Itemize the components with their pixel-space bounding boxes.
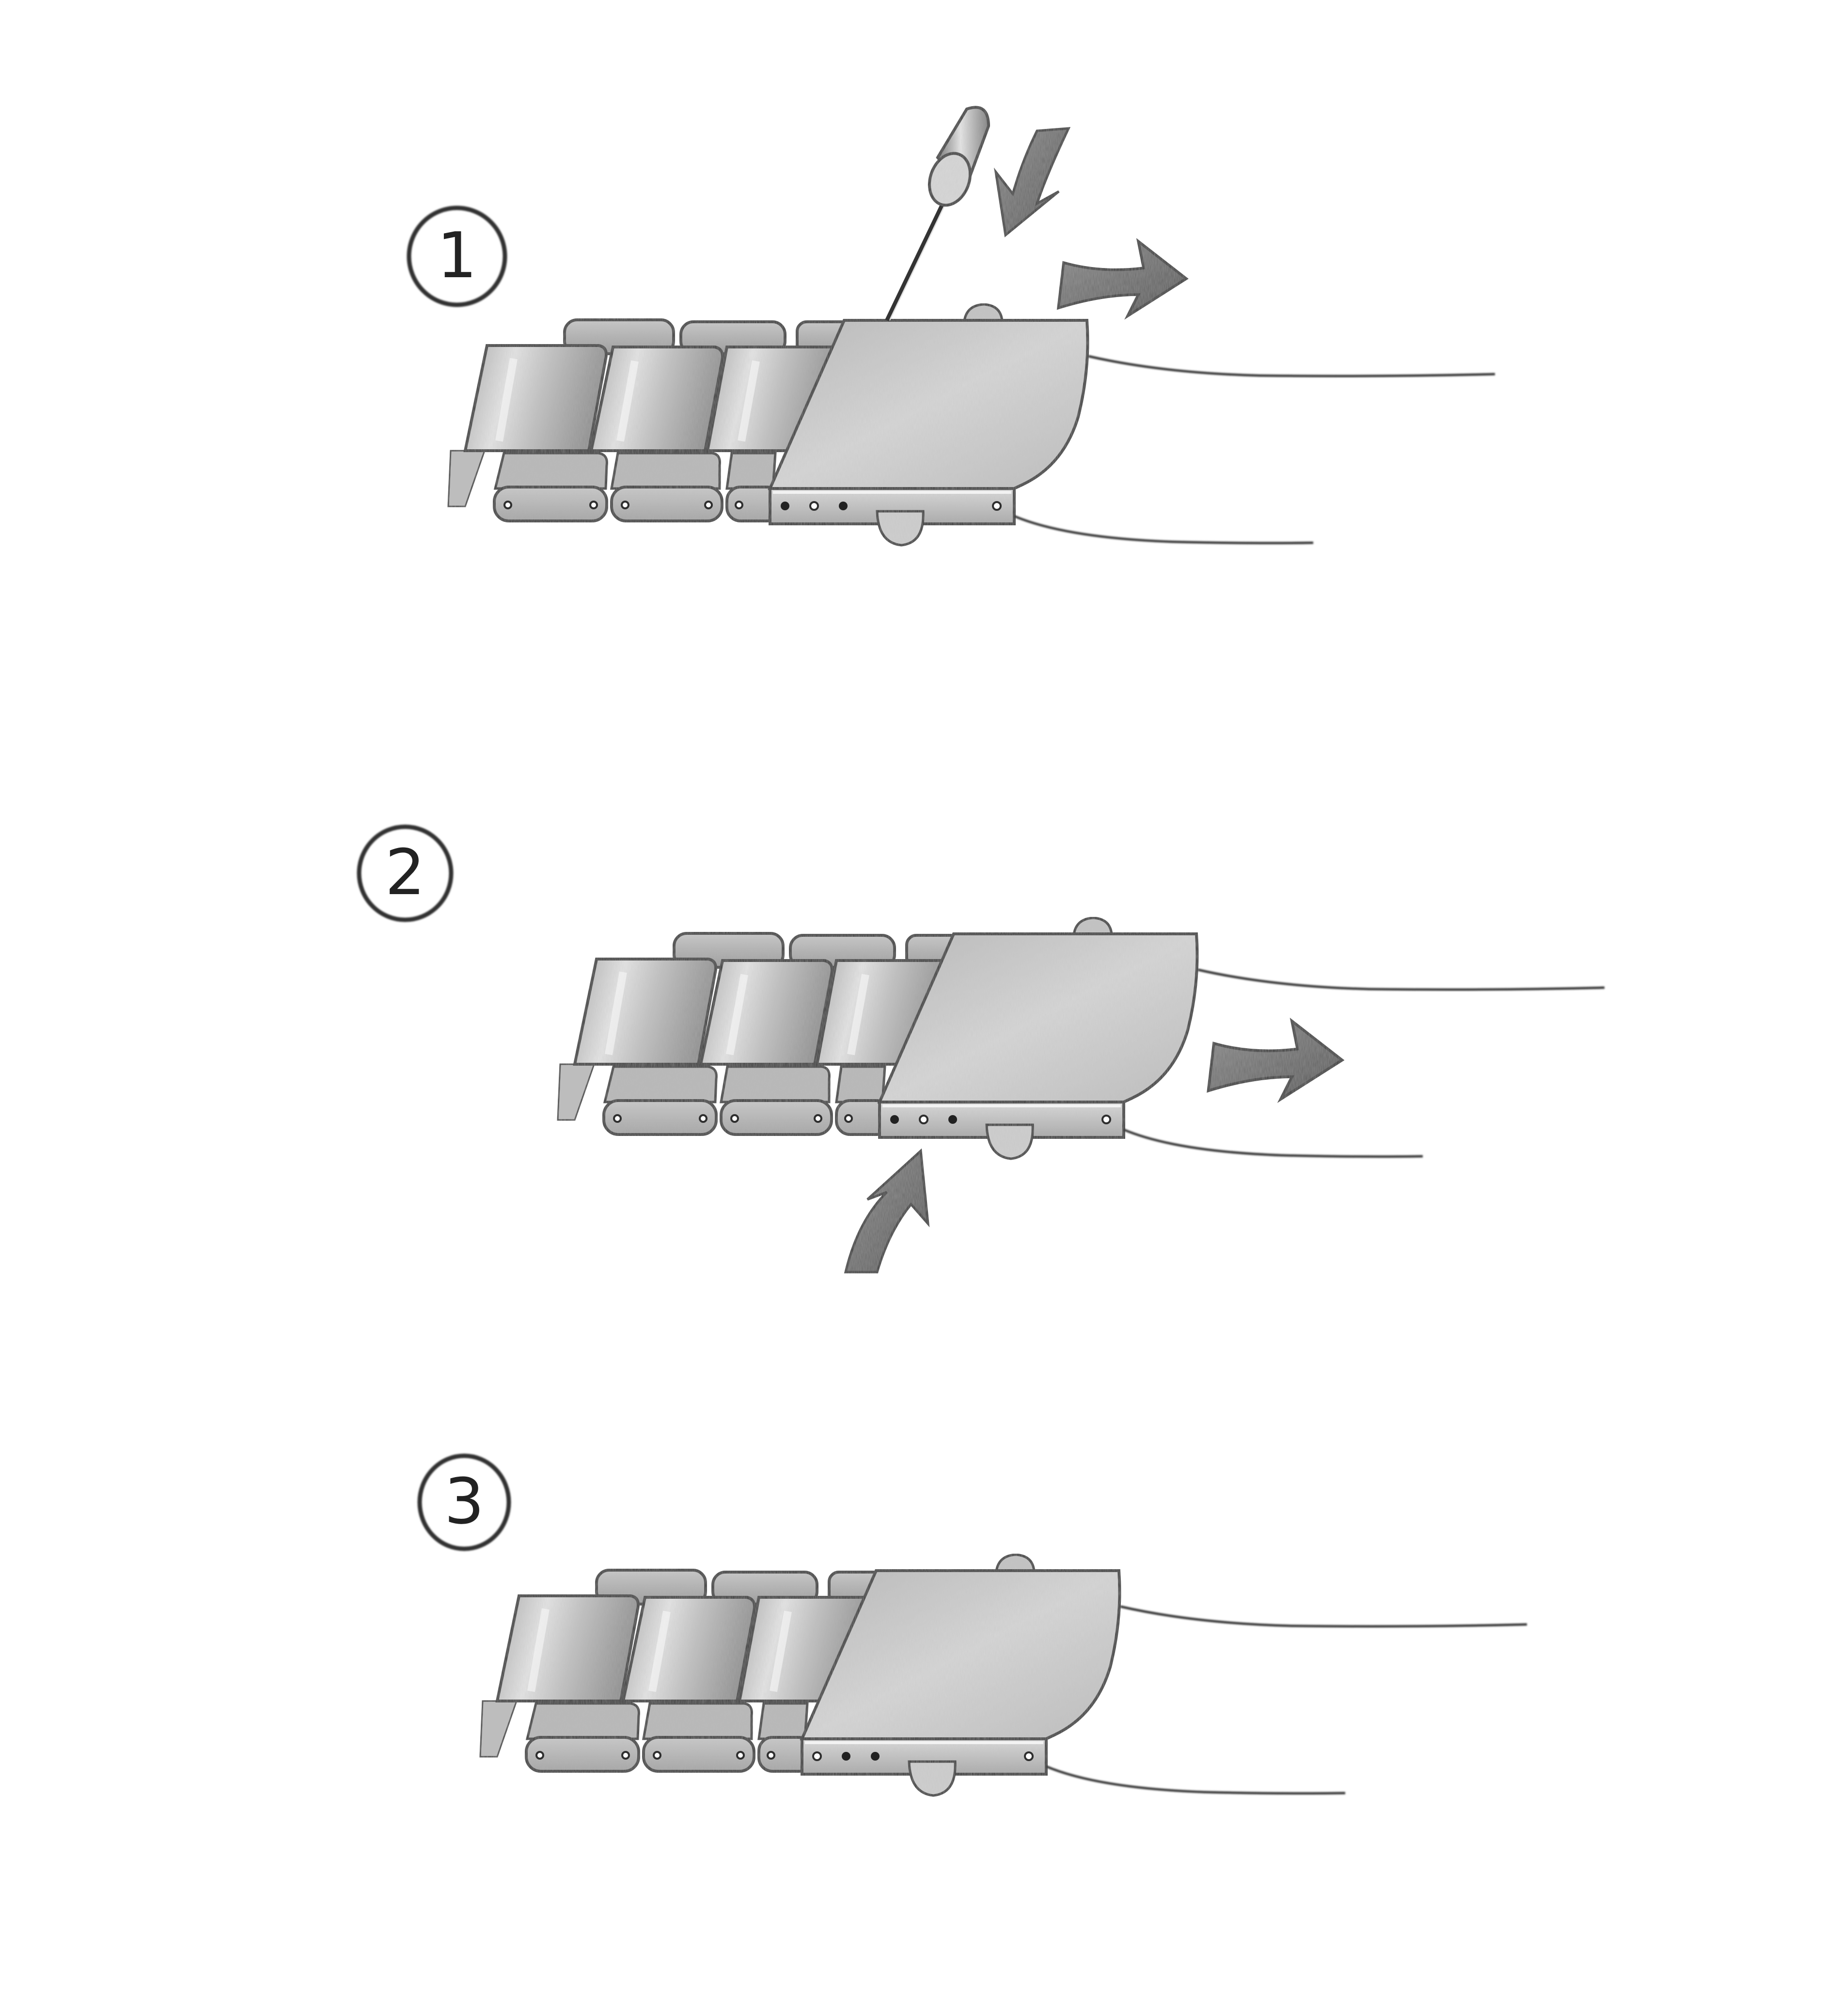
step-number-badge: 3 (417, 1453, 511, 1551)
step-number: 2 (385, 835, 425, 909)
bracelet-assembly (480, 1555, 1527, 1796)
arrow-down-left-icon (994, 127, 1071, 237)
spring-bar-tool-icon (885, 106, 991, 321)
step-1: 1 (407, 106, 1495, 545)
step-number-badge: 1 (407, 205, 507, 307)
step-3: 3 (417, 1453, 1527, 1796)
arrow-up-icon (844, 1148, 930, 1274)
bracelet-assembly (448, 304, 1495, 545)
arrow-right-icon (1209, 1021, 1342, 1099)
arrow-right-icon (1058, 241, 1186, 316)
bracelet-assembly (558, 918, 1604, 1159)
step-2: 2 (357, 824, 1604, 1274)
step-number-badge: 2 (357, 824, 454, 922)
step-number: 1 (437, 219, 477, 292)
step-number: 3 (444, 1465, 485, 1538)
